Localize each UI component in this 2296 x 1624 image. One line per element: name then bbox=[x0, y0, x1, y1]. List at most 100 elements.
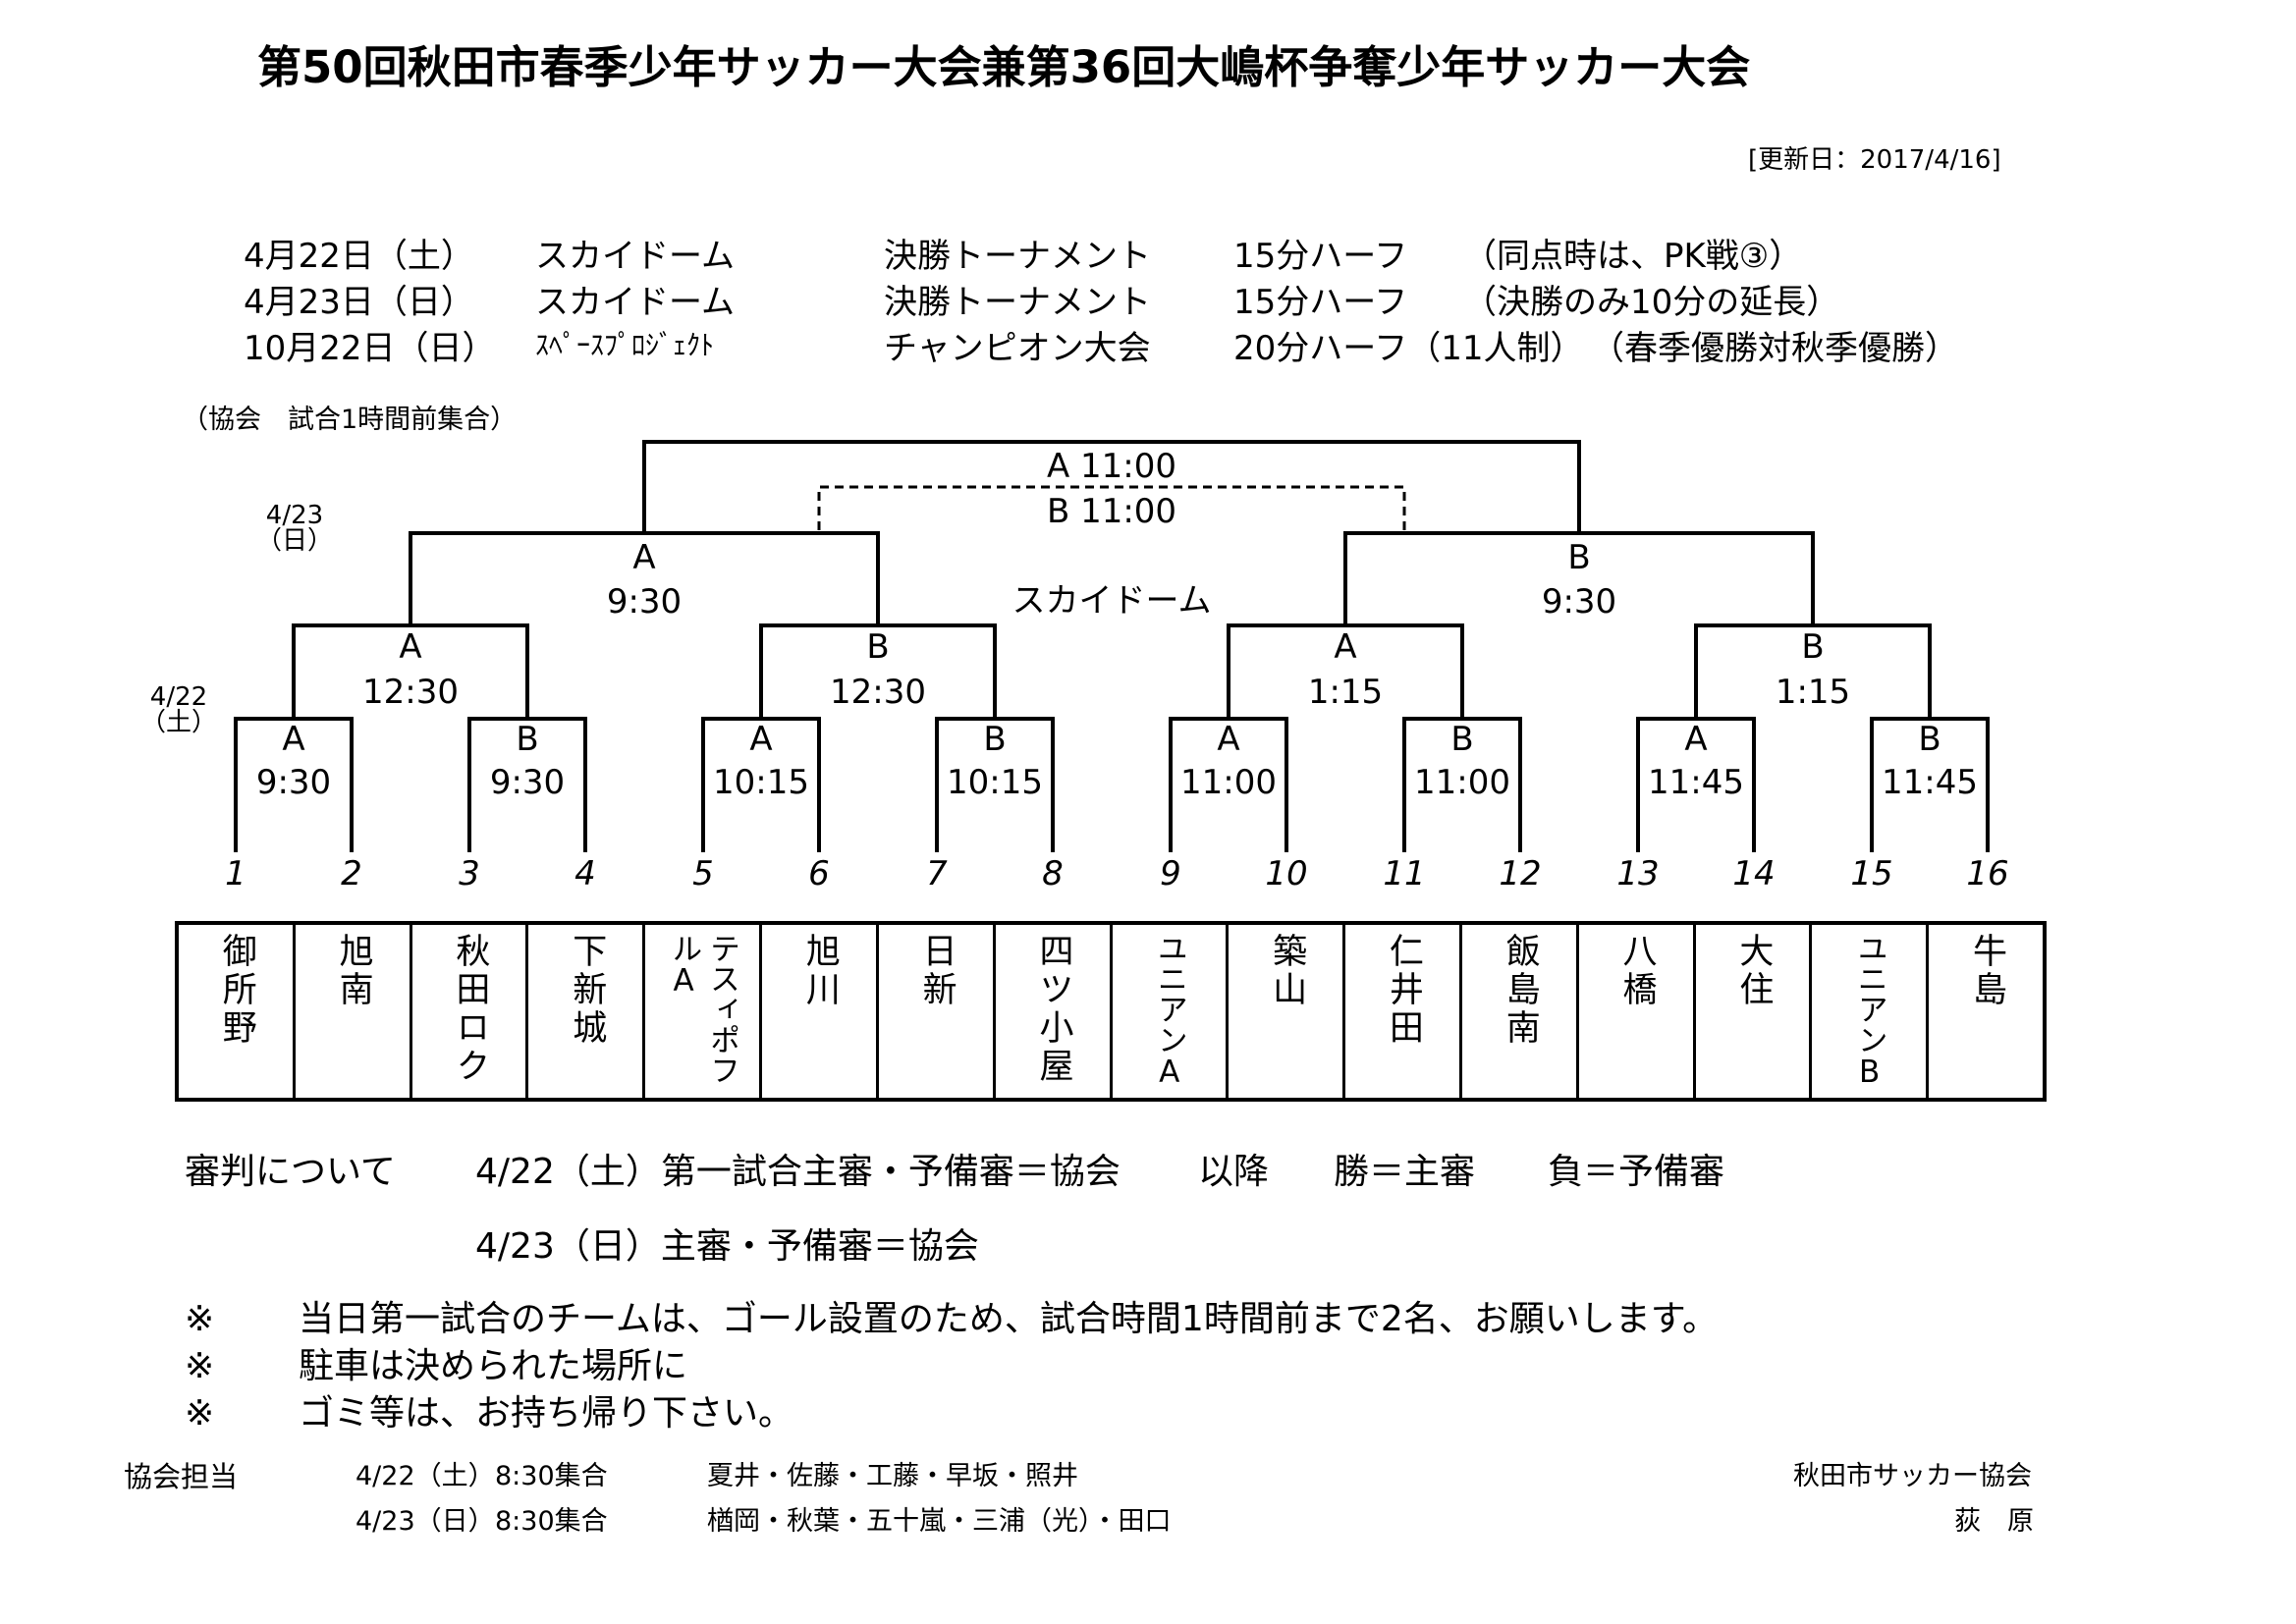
schedule-event: 決勝トーナメント bbox=[884, 283, 1151, 322]
qf-court: A bbox=[399, 627, 422, 667]
schedule-event: 決勝トーナメント bbox=[884, 237, 1151, 276]
seed-number: 10 bbox=[1265, 854, 1308, 893]
seed-number: 11 bbox=[1383, 854, 1426, 893]
assembly-note: （協会 試合1時間前集合） bbox=[182, 405, 518, 435]
qf-court: B bbox=[866, 627, 890, 667]
referee-loser: 負＝予備審 bbox=[1548, 1152, 1725, 1192]
schedule-format: 15分ハーフ bbox=[1233, 237, 1408, 276]
team-cell: 仁井田 bbox=[1342, 925, 1459, 1098]
r1-court: A bbox=[1217, 720, 1240, 759]
referee-day2: 4/23（日）主審・予備審＝協会 bbox=[475, 1226, 979, 1267]
r1-time: 10:15 bbox=[713, 763, 809, 802]
team-cell: 旭南 bbox=[292, 925, 410, 1098]
seed-number: 14 bbox=[1732, 854, 1776, 893]
schedule-format: 15分ハーフ bbox=[1233, 283, 1408, 322]
team-cell: 飯島南 bbox=[1458, 925, 1576, 1098]
team-name: 日新 bbox=[916, 933, 957, 1009]
staff-names: 楢岡・秋葉・五十嵐・三浦（光）・田口 bbox=[707, 1506, 1172, 1537]
sf-court: B bbox=[1567, 538, 1591, 577]
r1-time: 9:30 bbox=[489, 763, 566, 802]
sf-court: A bbox=[632, 538, 656, 577]
team-name: 仁井田 bbox=[1383, 933, 1423, 1048]
team-name: 築山 bbox=[1267, 933, 1307, 1009]
team-name: 御所野 bbox=[216, 933, 256, 1048]
schedule-venue: スカイドーム bbox=[535, 237, 735, 276]
seed-number: 15 bbox=[1850, 854, 1893, 893]
r1-time: 11:00 bbox=[1180, 763, 1277, 802]
contact-person: 荻 原 bbox=[1954, 1506, 2034, 1537]
seed-number: 16 bbox=[1966, 854, 2009, 893]
team-name: 旭川 bbox=[799, 933, 840, 1009]
team-name: ユニアンB bbox=[1851, 933, 1887, 1090]
r1-time: 9:30 bbox=[255, 763, 332, 802]
team-cell: テスィポフルA bbox=[642, 925, 759, 1098]
note-text: ゴミ等は、お持ち帰り下さい。 bbox=[299, 1393, 794, 1434]
team-cell: 秋田ロク bbox=[409, 925, 526, 1098]
qf-time: 12:30 bbox=[830, 673, 926, 712]
staff-heading: 協会担当 bbox=[124, 1460, 239, 1493]
qf-time: 1:15 bbox=[1775, 673, 1851, 712]
seed-number: 2 bbox=[341, 854, 362, 893]
seed-number: 4 bbox=[574, 854, 596, 893]
qf-time: 12:30 bbox=[362, 673, 459, 712]
team-name: 八橋 bbox=[1616, 933, 1657, 1009]
seed-number: 5 bbox=[692, 854, 714, 893]
staff-time: 8:30集合 bbox=[495, 1461, 608, 1491]
r1-court: B bbox=[516, 720, 539, 759]
schedule-date: 10月22日（日） bbox=[244, 329, 496, 368]
team-name: 牛島 bbox=[1966, 933, 2006, 1009]
seed-number: 13 bbox=[1616, 854, 1660, 893]
qf-court: B bbox=[1801, 627, 1825, 667]
team-name: ユニアンA bbox=[1151, 933, 1187, 1090]
final-a-label: A 11:00 bbox=[1046, 447, 1177, 486]
r1-court: B bbox=[1450, 720, 1474, 759]
team-name: 旭南 bbox=[333, 933, 373, 1009]
team-cell: ユニアンA bbox=[1109, 925, 1227, 1098]
bracket-line-final bbox=[642, 440, 1581, 533]
team-cell: 築山 bbox=[1226, 925, 1342, 1098]
bracket-line-third-place bbox=[817, 485, 1406, 530]
day1-label: 4/22 （土） bbox=[139, 682, 217, 737]
page-title: 第50回秋田市春季少年サッカー大会兼第36回大嶋杯争奪少年サッカー大会 bbox=[257, 41, 1751, 93]
seed-number: 6 bbox=[808, 854, 830, 893]
r1-time: 11:45 bbox=[1882, 763, 1978, 802]
updated-date: [更新日：2017/4/16] bbox=[1748, 145, 2001, 175]
team-name: 下新城 bbox=[567, 933, 607, 1048]
r1-time: 10:15 bbox=[947, 763, 1043, 802]
referee-after: 以降 bbox=[1198, 1152, 1270, 1192]
note-mark: ※ bbox=[185, 1393, 215, 1434]
venue-label: スカイドーム bbox=[1011, 581, 1212, 621]
team-cell: 日新 bbox=[875, 925, 993, 1098]
qf-court: A bbox=[1334, 627, 1357, 667]
r1-court: A bbox=[1684, 720, 1708, 759]
referee-winner: 勝＝主審 bbox=[1334, 1152, 1476, 1192]
referee-heading: 審判について bbox=[185, 1152, 396, 1192]
schedule-format: 20分ハーフ（11人制） bbox=[1233, 329, 1584, 368]
final-b-label: B 11:00 bbox=[1046, 492, 1177, 531]
schedule-venue: スカイドーム bbox=[535, 283, 735, 322]
sf-time: 9:30 bbox=[1541, 582, 1617, 622]
r1-time: 11:45 bbox=[1648, 763, 1744, 802]
schedule-note: （決勝のみ10分の延長） bbox=[1463, 283, 1840, 322]
seed-number: 12 bbox=[1499, 854, 1542, 893]
seed-number: 9 bbox=[1160, 854, 1181, 893]
seed-number: 1 bbox=[225, 854, 246, 893]
staff-date: 4/22（土） bbox=[355, 1461, 495, 1491]
r1-time: 11:00 bbox=[1414, 763, 1510, 802]
r1-court: A bbox=[749, 720, 773, 759]
team-name: 飯島南 bbox=[1500, 933, 1540, 1048]
schedule-note: （同点時は、PK戦③） bbox=[1463, 237, 1803, 276]
note-text: 駐車は決められた場所に bbox=[299, 1346, 688, 1386]
seed-number: 8 bbox=[1042, 854, 1064, 893]
team-name: 大住 bbox=[1733, 933, 1774, 1009]
schedule-note: （春季優勝対秋季優勝） bbox=[1591, 329, 1958, 368]
referee-day1: 4/22（土）第一試合主審・予備審＝協会 bbox=[475, 1152, 1121, 1192]
team-cell: 八橋 bbox=[1575, 925, 1693, 1098]
team-cell: 四ツ小屋 bbox=[992, 925, 1110, 1098]
staff-date: 4/23（日） bbox=[355, 1506, 495, 1537]
r1-court: B bbox=[983, 720, 1007, 759]
seed-number: 7 bbox=[926, 854, 948, 893]
sf-time: 9:30 bbox=[606, 582, 683, 622]
team-cell: 下新城 bbox=[525, 925, 642, 1098]
